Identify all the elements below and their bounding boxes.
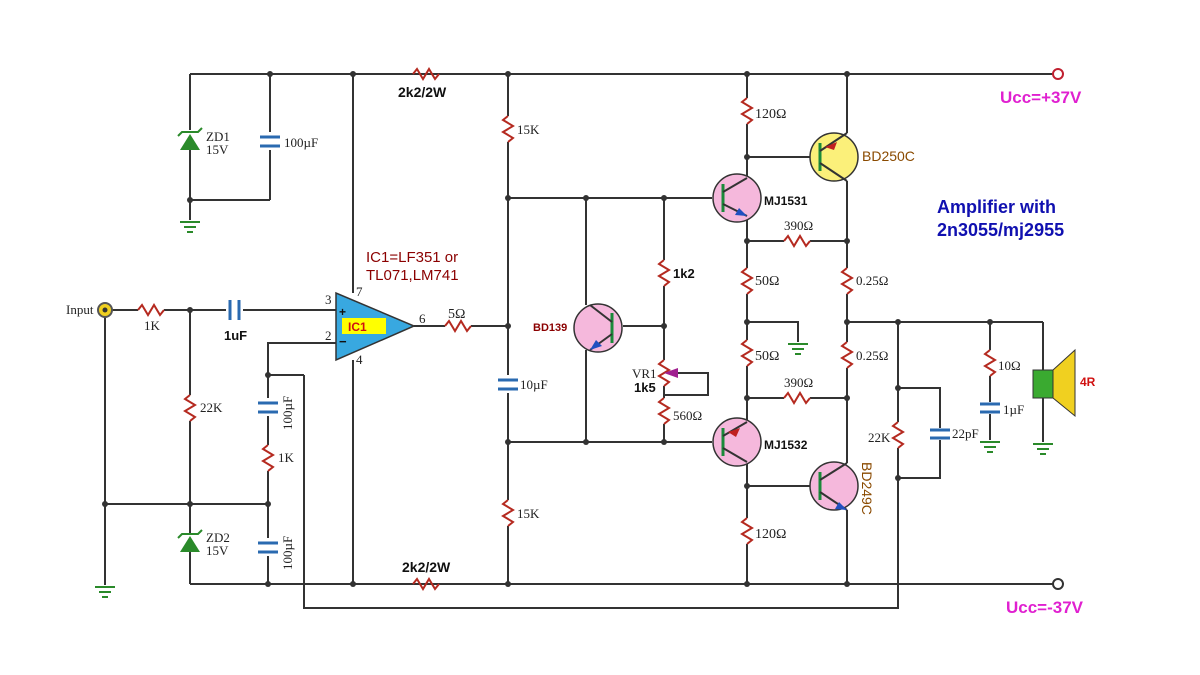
resistor-r1k (262, 444, 274, 472)
label-r50-top: 50Ω (755, 274, 779, 289)
label-input: Input (66, 302, 94, 317)
transistor-bd139 (573, 303, 623, 353)
label-zd1-v: 15V (206, 142, 229, 157)
ground-speaker (1032, 443, 1054, 455)
label-opamp-minus: − (339, 334, 347, 349)
label-pin3: 3 (325, 292, 332, 307)
label-ic-desc2: TL071,LM741 (366, 267, 459, 284)
label-c1: 100µF (284, 135, 318, 150)
transistor-mj1532 (712, 417, 762, 467)
label-bd249c: BD249C (859, 462, 875, 515)
label-c3: 100µF (280, 536, 295, 570)
label-c2: 100µF (280, 396, 295, 430)
resistor-r22k (184, 394, 196, 422)
resistor-r15k-top (502, 115, 514, 143)
label-r120-bot: 120Ω (755, 527, 786, 542)
opamp-ic1 (335, 291, 416, 362)
resistor-r15k-bot (502, 499, 514, 527)
label-r15k-top: 15K (517, 122, 540, 137)
label-c-in: 1uF (224, 328, 247, 343)
transistor-bd250c (809, 132, 859, 182)
resistor-r025-top (841, 267, 853, 295)
speaker-icon (1032, 348, 1076, 418)
label-r560: 560Ω (673, 408, 702, 423)
label-r5: 5Ω (448, 307, 465, 322)
resistor-r50-top (741, 267, 753, 295)
resistor-vr1 (658, 359, 678, 387)
terminal-neg (1052, 578, 1064, 590)
label-mj1532: MJ1532 (764, 438, 808, 452)
label-vr1-v: 1k5 (634, 380, 656, 395)
label-bd250c: BD250C (862, 148, 915, 164)
transistor-mj1531 (712, 173, 762, 223)
label-r120-top: 120Ω (755, 107, 786, 122)
label-r15k-bot: 15K (517, 506, 540, 521)
label-c10: 10µF (520, 377, 548, 392)
capacitor-c22pf (930, 428, 950, 440)
ground-mid (787, 343, 809, 355)
capacitor-c-in (228, 300, 241, 320)
label-r025-top: 0.25Ω (856, 273, 888, 288)
label-zd2-v: 15V (206, 543, 229, 558)
input-jack (97, 302, 113, 318)
resistor-r390-top (783, 235, 811, 247)
label-mj1531: MJ1531 (764, 194, 808, 208)
label-r390-top: 390Ω (784, 218, 813, 233)
title-line2: 2n3055/mj2955 (937, 220, 1064, 240)
resistor-r50-bot (741, 339, 753, 367)
label-vr1: VR1 (632, 366, 657, 381)
label-r025-bot: 0.25Ω (856, 348, 888, 363)
label-ucc-neg: Ucc=-37V (1006, 598, 1084, 617)
ground-input (94, 586, 116, 598)
zener-zd1 (177, 127, 203, 150)
resistor-r390-bot (783, 392, 811, 404)
label-r22k-out: 22K (868, 430, 891, 445)
label-r390-bot: 390Ω (784, 375, 813, 390)
resistor-r22k-out (892, 421, 904, 449)
label-r10: 10Ω (998, 358, 1021, 373)
capacitor-c1u (980, 402, 1000, 414)
capacitor-c2 (258, 401, 278, 414)
terminal-pos (1052, 68, 1064, 80)
resistor-r025-bot (841, 341, 853, 369)
transistor-bd249c (809, 461, 859, 511)
label-c1u: 1µF (1003, 402, 1024, 417)
label-c22pf: 22pF (952, 426, 979, 441)
resistor-r120-top (741, 97, 753, 125)
junction-dots (102, 71, 993, 587)
label-r1k2: 1k2 (673, 266, 695, 281)
label-r50-bot: 50Ω (755, 349, 779, 364)
title-line1: Amplifier with (937, 197, 1056, 217)
label-r1k: 1K (278, 450, 295, 465)
label-r22k: 22K (200, 400, 223, 415)
ground-zd1 (179, 221, 201, 233)
label-r-bot: 2k2/2W (402, 559, 451, 575)
capacitor-c1 (260, 135, 280, 148)
label-ucc-pos: Ucc=+37V (1000, 88, 1082, 107)
label-zd2: ZD2 (206, 530, 230, 545)
resistor-r1k2 (658, 259, 670, 287)
label-r-in: 1K (144, 318, 161, 333)
label-ic-desc1: IC1=LF351 or (366, 249, 458, 266)
label-r-top: 2k2/2W (398, 84, 447, 100)
label-pin7: 7 (356, 284, 363, 299)
resistor-r560 (658, 397, 670, 425)
label-spk: 4R (1080, 375, 1096, 389)
label-zd1: ZD1 (206, 129, 230, 144)
label-pin2: 2 (325, 328, 332, 343)
capacitor-c10 (498, 378, 518, 391)
label-ic-name: IC1 (348, 320, 367, 334)
label-pin6: 6 (419, 311, 426, 326)
ground-zobel (979, 441, 1001, 453)
resistor-r10 (984, 349, 996, 377)
zener-zd2 (177, 529, 203, 552)
label-bd139: BD139 (533, 322, 567, 334)
capacitor-c3 (258, 541, 278, 554)
resistor-r-in (137, 304, 165, 316)
label-pin4: 4 (356, 352, 363, 367)
resistor-r120-bot (741, 517, 753, 545)
resistor-r5 (444, 320, 472, 332)
label-opamp-plus: + (339, 305, 346, 319)
